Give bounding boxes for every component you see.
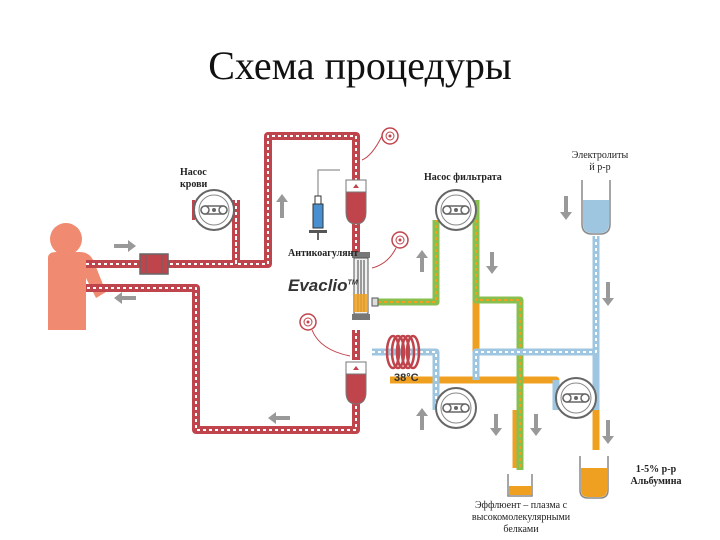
electrolytes-label-line: Электролиты bbox=[571, 150, 629, 161]
device-tm: TM bbox=[347, 279, 358, 287]
albumin-pump bbox=[555, 377, 597, 419]
gauge-line bbox=[311, 329, 351, 357]
drip-chamber-arterial bbox=[345, 179, 367, 225]
filtrate-pump bbox=[435, 189, 477, 231]
pressure-gauge-return bbox=[299, 313, 317, 331]
filtrate-pump-label: Насос фильтрата bbox=[424, 172, 502, 183]
blood-pump-label-line: крови bbox=[180, 179, 208, 190]
blood-pump bbox=[193, 189, 235, 231]
electrolytes-label: Электролиты й р-р bbox=[560, 150, 640, 174]
effluent-label-line: белками bbox=[503, 524, 539, 535]
device-label: EvaclioTM bbox=[288, 276, 358, 296]
albumin-label-line: 1-5% р-р bbox=[635, 464, 677, 475]
blood-pump-label: Насос крови bbox=[180, 167, 207, 191]
patient-figure bbox=[48, 223, 106, 330]
plasma-pump bbox=[435, 387, 477, 429]
flow-arrows bbox=[114, 194, 614, 444]
heater-coil bbox=[385, 334, 421, 370]
electrolytes-label-line: й р-р bbox=[589, 162, 611, 173]
drip-chamber-venous bbox=[345, 361, 367, 405]
line-filter bbox=[139, 253, 169, 275]
albumin-bag bbox=[579, 456, 609, 499]
effluent-container bbox=[507, 474, 533, 497]
temperature-label: 38°С bbox=[394, 372, 419, 384]
effluent-label-line: Эффлюент – плазма с bbox=[474, 500, 568, 511]
filtrate-line bbox=[372, 200, 524, 470]
pressure-gauge-filter bbox=[391, 231, 409, 249]
electrolyte-line bbox=[372, 236, 600, 410]
syringe-icon bbox=[309, 169, 340, 240]
blood-pump-label-line: Насос bbox=[180, 167, 207, 178]
effluent-label-line: высокомолекулярными bbox=[471, 512, 571, 523]
evaclio-filter bbox=[352, 252, 379, 320]
effluent-label: Эффлюент – плазма с высокомолекулярными … bbox=[462, 500, 580, 536]
gauge-line bbox=[371, 247, 397, 269]
page-title: Схема процедуры bbox=[208, 43, 512, 88]
anticoagulant-label: Антикоагулянт bbox=[288, 248, 359, 259]
device-name: Evaclio bbox=[288, 276, 348, 295]
electrolyte-bag bbox=[581, 180, 611, 235]
albumin-label-line: Альбумина bbox=[630, 476, 682, 487]
plasma-line bbox=[372, 220, 600, 468]
pressure-gauge-top bbox=[381, 127, 399, 145]
gauge-line bbox=[361, 135, 383, 161]
albumin-label: 1-5% р-р Альбумина bbox=[620, 464, 692, 488]
